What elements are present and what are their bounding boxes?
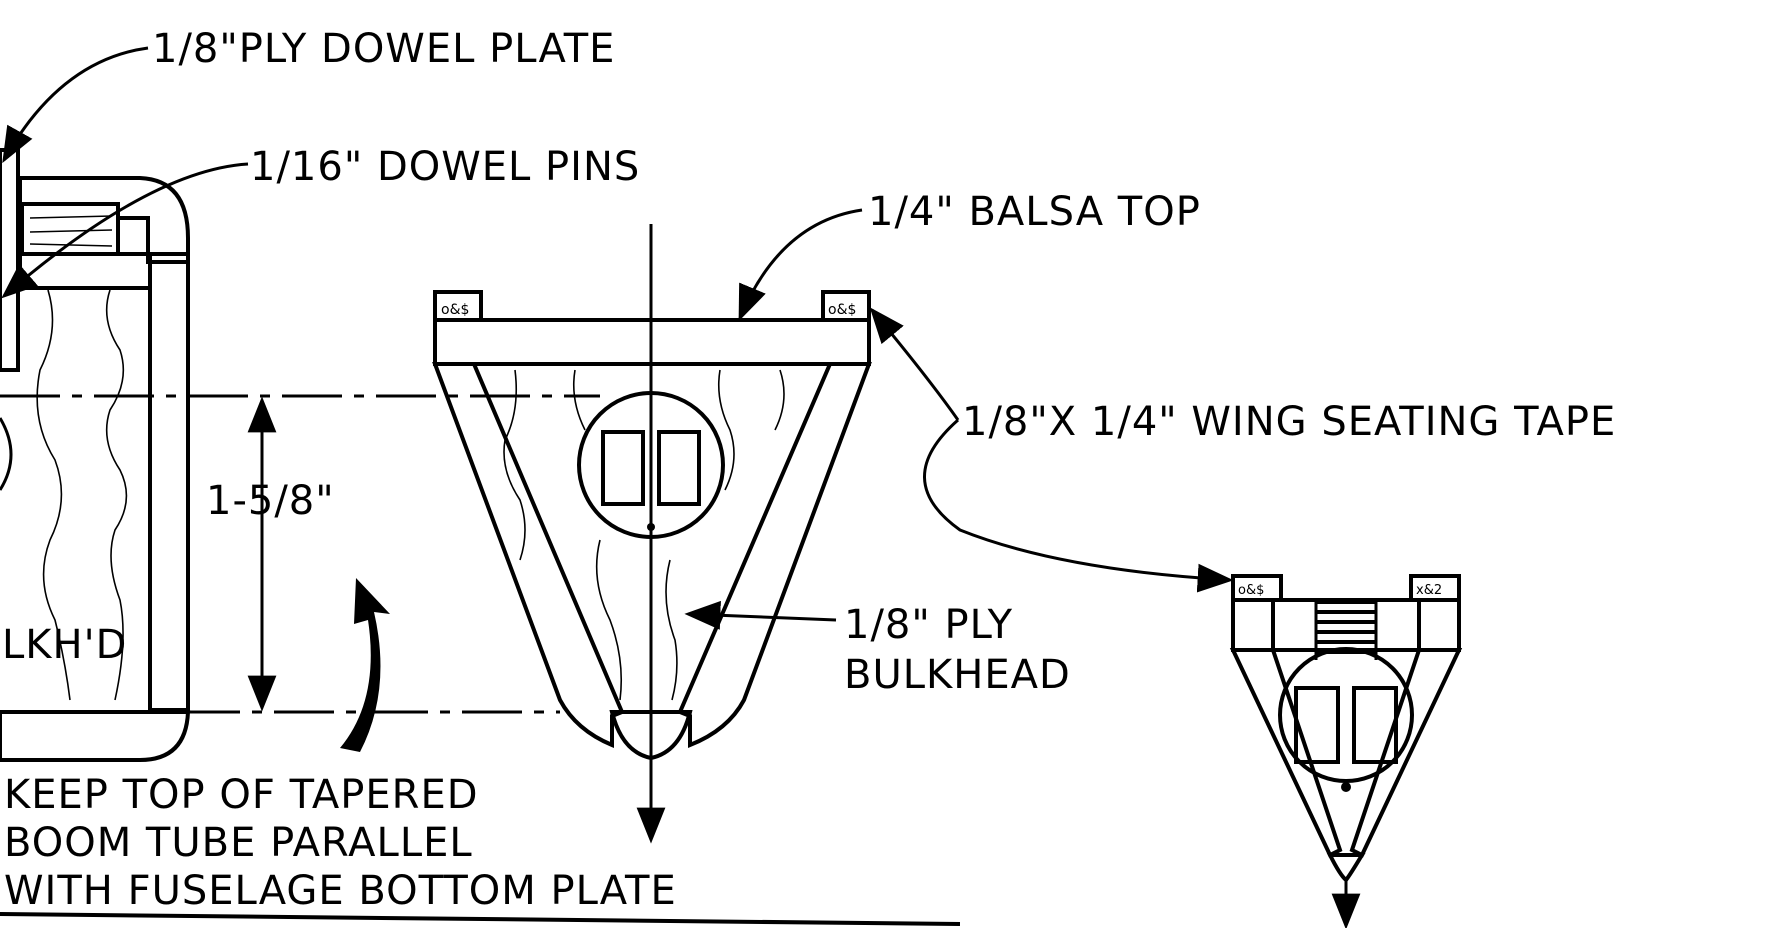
- svg-text:o&$: o&$: [1238, 583, 1264, 598]
- left-bottom-plate: [0, 710, 191, 762]
- small-boom-circle: [1278, 647, 1414, 783]
- note-line-3: WITH FUSELAGE BOTTOM PLATE: [4, 868, 677, 914]
- center-bulkhead-section: o&$ o&$: [432, 224, 872, 844]
- left-fuselage-side-view: [0, 148, 600, 762]
- note-line-1: KEEP TOP OF TAPERED: [4, 772, 479, 818]
- note-line-2: BOOM TUBE PARALLEL: [4, 820, 473, 866]
- label-dimension: 1-5/8": [206, 478, 335, 524]
- label-dowel-plate: 1/8"PLY DOWEL PLATE: [152, 26, 615, 72]
- rotation-arrow-icon: [340, 578, 390, 752]
- label-bulkhead-line1: 1/8" PLY: [844, 602, 1013, 648]
- label-dowel-pins: 1/16" DOWEL PINS: [250, 144, 640, 190]
- svg-text:o&$: o&$: [441, 302, 469, 318]
- left-side-wall-balsa: [148, 252, 190, 712]
- left-crossbar: [18, 252, 152, 290]
- dowel-plate-block: [0, 148, 20, 372]
- label-bulkhead-line2: BULKHEAD: [844, 652, 1071, 698]
- svg-text:x&2: x&2: [1416, 583, 1442, 598]
- leader-lines: [1, 46, 1234, 630]
- label-wing-seating-tape: 1/8"X 1/4" WING SEATING TAPE: [962, 399, 1616, 445]
- boom-slot-right: [657, 430, 701, 506]
- left-top-balsa: [18, 176, 190, 264]
- bottom-border-line: [0, 912, 961, 926]
- small-tail-section: o&$ x&2: [1229, 574, 1463, 928]
- label-lkhd: LKH'D: [2, 622, 127, 668]
- label-balsa-top: 1/4" BALSA TOP: [868, 189, 1201, 235]
- boom-slot-left: [601, 430, 645, 506]
- svg-text:o&$: o&$: [828, 302, 856, 318]
- screw-spring: [1314, 600, 1378, 660]
